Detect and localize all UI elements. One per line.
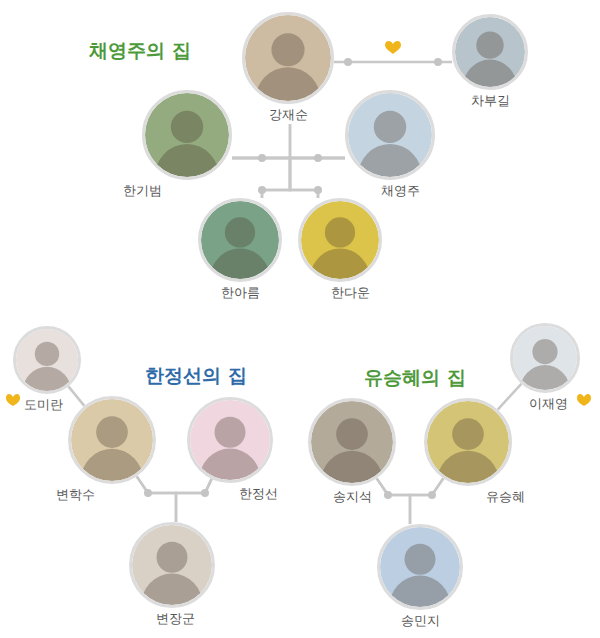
relation-line — [410, 478, 443, 524]
person-name: 변장군 — [132, 610, 218, 628]
person-node: 한다운 — [298, 198, 382, 302]
person-node: 송민지 — [377, 524, 463, 630]
relation-line — [290, 124, 345, 158]
relation-line — [232, 158, 318, 198]
family-heading: 유승혜의 집 — [364, 365, 466, 389]
portrait-circle — [298, 198, 382, 282]
person-name: 송민지 — [377, 612, 463, 630]
heart-icon — [6, 394, 20, 406]
relation-line — [232, 158, 290, 198]
person-name: 이재영 — [513, 395, 583, 413]
portrait-circle — [424, 398, 512, 486]
person-node: 유승혜 — [424, 398, 512, 506]
relation-line — [262, 158, 345, 198]
person-name: 강재순 — [242, 106, 334, 124]
portrait-circle — [452, 14, 528, 90]
person-name: 변학수 — [31, 486, 119, 504]
person-name: 한정선 — [215, 485, 301, 503]
junction-dot — [314, 186, 322, 194]
junction-dot — [434, 58, 442, 66]
relation-line — [68, 386, 84, 405]
person-name: 채영주 — [355, 182, 445, 200]
portrait-circle — [377, 524, 463, 610]
junction-dot — [144, 489, 152, 497]
person-node: 변학수 — [68, 396, 156, 504]
relation-line — [232, 124, 290, 158]
portrait-circle — [13, 326, 81, 394]
relation-line — [290, 158, 345, 198]
relation-line — [377, 478, 410, 524]
portrait-circle — [308, 398, 396, 486]
person-name: 차부길 — [452, 92, 528, 110]
person-name: 한아름 — [198, 284, 282, 302]
person-node: 한정선 — [187, 397, 273, 503]
relation-line — [137, 476, 176, 522]
junction-dot — [258, 186, 266, 194]
person-name: 도미란 — [9, 396, 77, 414]
portrait-circle — [129, 522, 215, 608]
relation-line — [176, 479, 212, 522]
portrait-circle — [345, 90, 435, 180]
family-heading: 채영주의 집 — [89, 38, 191, 62]
person-node: 변장군 — [129, 522, 215, 628]
junction-dot — [428, 491, 436, 499]
portrait-circle — [68, 396, 156, 484]
heart-icon — [385, 41, 401, 54]
person-node: 한기범 — [142, 90, 232, 200]
person-node: 이재영 — [510, 323, 580, 413]
person-node: 송지석 — [308, 398, 396, 506]
family-heading: 한정선의 집 — [145, 363, 247, 387]
person-node: 도미란 — [13, 326, 81, 414]
portrait-circle — [242, 12, 334, 104]
portrait-circle — [510, 323, 580, 393]
person-node: 채영주 — [345, 90, 435, 200]
portrait-circle — [187, 397, 273, 483]
junction-dot — [384, 491, 392, 499]
portrait-circle — [142, 90, 232, 180]
person-node: 강재순 — [242, 12, 334, 124]
person-name: 유승혜 — [461, 488, 549, 506]
junction-dot — [314, 154, 322, 162]
person-name: 한기범 — [97, 182, 187, 200]
person-name: 한다운 — [308, 284, 392, 302]
heart-icon — [577, 394, 591, 406]
person-name: 송지석 — [308, 488, 396, 506]
person-node: 한아름 — [198, 198, 282, 302]
portrait-circle — [198, 198, 282, 282]
junction-dot — [344, 58, 352, 66]
junction-dot — [201, 489, 209, 497]
person-node: 차부길 — [452, 14, 528, 110]
junction-dot — [258, 154, 266, 162]
relation-line — [498, 384, 522, 410]
